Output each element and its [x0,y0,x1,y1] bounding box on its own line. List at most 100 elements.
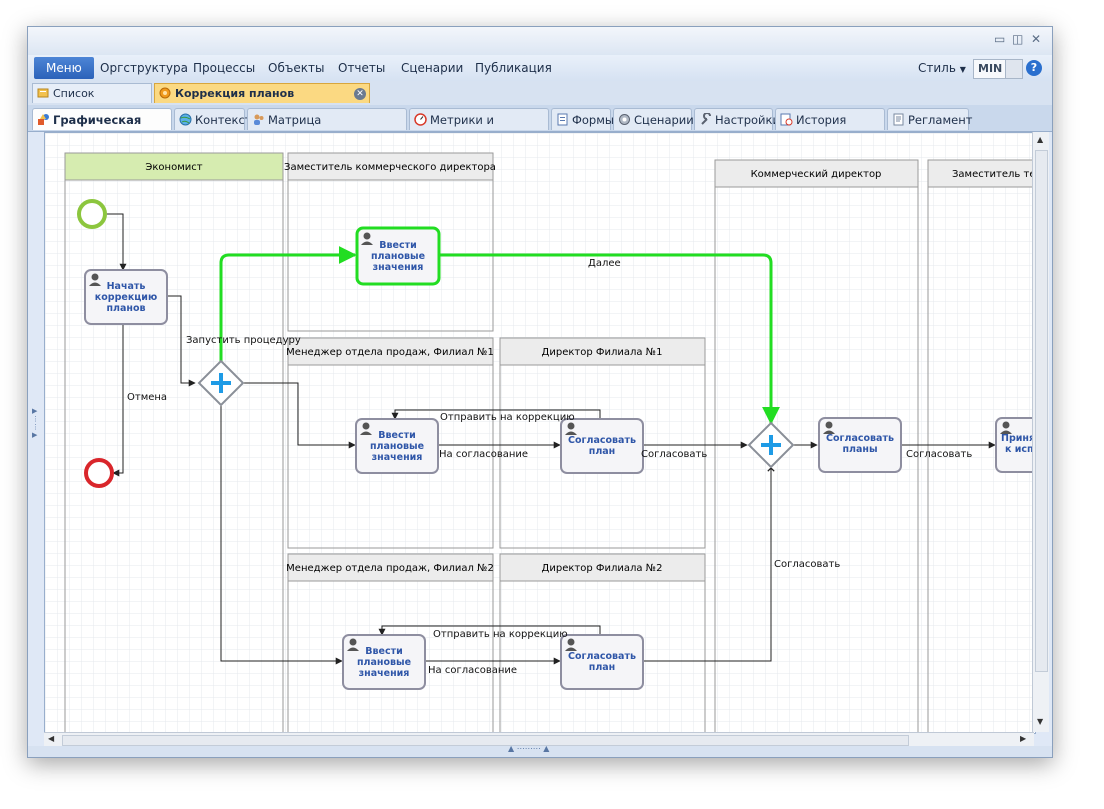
menu-scenarios[interactable]: Сценарии [401,61,464,75]
flow-launch-highlight[interactable] [219,246,357,361]
task-label: коррекцию [95,292,157,303]
task-accept[interactable]: Приня к испо [995,417,1035,473]
task-label: планы [842,444,877,455]
tab-label: Регламент [908,113,973,127]
menu-orgstructure[interactable]: Оргструктура [100,61,188,75]
lane-branch-director-1[interactable]: Директор Филиала №1 [499,337,706,549]
menu-publication[interactable]: Публикация [475,61,552,75]
lane-deputy-commercial[interactable]: Заместитель коммерческого директора [284,152,496,332]
scroll-up-icon[interactable]: ▲ [1037,135,1044,144]
flow-gateway-to-enter-1[interactable] [241,382,356,449]
diagram-canvas[interactable]: Экономист Заместитель коммерческого дире… [44,132,1036,734]
task-approve-plan-2[interactable]: Согласовать план [560,634,644,690]
task-label: значения [359,668,410,679]
menu-reports[interactable]: Отчеты [338,61,386,75]
scroll-down-icon[interactable]: ▼ [1037,717,1044,726]
tab-plan-correction[interactable]: Коррекция планов производства ✕ [154,83,370,120]
history-icon [780,113,793,126]
tab-version-history[interactable]: История версий [775,108,885,149]
help-icon[interactable]: ? [1026,60,1042,76]
lane-economist[interactable]: Экономист [64,152,284,733]
lane-title: Заместитель коммерческого директора [284,162,496,173]
flow-gateway-to-enter-2[interactable] [220,405,343,665]
flow-next-highlight[interactable] [437,253,780,425]
flow-label-to-approval-1: На согласование [439,449,528,460]
end-event[interactable] [84,458,114,488]
lane-deputy-tech[interactable]: Заместитель техни [927,159,1035,733]
flow-label-approve-1: Согласовать [641,449,707,460]
parallel-gateway-join[interactable] [747,421,795,469]
tab-metrics[interactable]: Метрики и показатели [409,108,549,149]
close-window-icon[interactable]: ✕ [1031,32,1042,46]
tab-label: Сценарии [634,113,694,127]
tab-forms[interactable]: Формы [551,108,614,130]
task-label: Согласовать [826,433,894,444]
tab-responsibility-matrix[interactable]: Матрица ответственности [247,108,407,149]
tab-graphic-model[interactable]: Графическая модель [32,108,172,149]
flow-cancel[interactable] [112,323,124,477]
horizontal-scrollbar[interactable]: ◀ ▶ [44,732,1034,747]
close-tab-icon[interactable]: ✕ [354,88,366,100]
start-event[interactable] [77,199,107,229]
lane-commercial-director[interactable]: Коммерческий директор [714,159,919,733]
scroll-right-icon[interactable]: ▶ [1020,734,1027,743]
minimize-icon[interactable]: ▭ [994,32,1006,46]
tab-regulation[interactable]: Регламент [887,108,973,130]
parallel-gateway-split[interactable] [197,359,245,407]
flow-label-cancel: Отмена [127,392,167,403]
menu-processes[interactable]: Процессы [193,61,256,75]
toggle-knob [1005,60,1022,78]
app-window: ▭ ◫ ✕ Меню Оргструктура Процессы Объекты… [27,26,1053,758]
task-label: Ввести [378,430,416,441]
lane-sales-manager-2[interactable]: Менеджер отдела продаж, Филиал №2 [286,553,494,733]
lane-branch-director-2[interactable]: Директор Филиала №2 [499,553,706,733]
style-dropdown[interactable]: Стиль ▼ [918,55,966,81]
tab-scenarios[interactable]: Сценарии [613,108,694,130]
sequence-flows [107,213,996,665]
horizontal-scroll-thumb[interactable] [62,735,909,746]
flow-label-approve-2: Согласовать [774,559,840,570]
tab-label: Настройки [715,113,780,127]
form-icon [557,113,568,126]
user-task-icon [567,638,575,646]
task-enter-plan-2[interactable]: Ввести плановые значения [342,634,426,690]
user-task-icon [362,422,370,430]
left-splitter-handle[interactable]: ▶⋮⋮▶ [32,407,39,439]
flow-task-to-gateway[interactable] [166,295,196,387]
flow-correction-2[interactable] [378,625,601,636]
user-task-icon [91,273,99,281]
flow-approve-2[interactable] [642,467,775,662]
process-gear-icon [159,87,171,99]
lane-title: Экономист [145,162,202,173]
task-start-correction[interactable]: Начать коррекцию планов [84,269,168,325]
flow-label-approve-3: Согласовать [906,449,972,460]
vertical-scrollbar[interactable]: ▲ ▼ [1032,132,1049,732]
task-label: планов [106,303,145,314]
task-label: Приня [1001,433,1035,444]
globe-icon [179,113,192,126]
user-task-icon [349,638,357,646]
main-menu-button[interactable]: Меню [34,57,94,79]
restore-icon[interactable]: ◫ [1012,32,1024,46]
lane-sales-manager-1[interactable]: Менеджер отдела продаж, Филиал №1 [286,337,494,549]
tab-context[interactable]: Контекст [174,108,251,130]
task-label: значения [373,262,424,273]
tab-process-list[interactable]: Список процессов [32,83,152,120]
bottom-splitter[interactable]: ▲ ⋯⋯⋯ ▲ [28,744,1052,757]
title-bar: ▭ ◫ ✕ [28,27,1052,55]
tab-settings[interactable]: Настройки [694,108,780,130]
task-label: плановые [370,441,424,452]
task-enter-plan-top[interactable]: Ввести плановые значения [355,226,441,286]
gauge-icon [414,113,427,126]
splitter-grip-icon[interactable]: ▲ ⋯⋯⋯ ▲ [508,744,550,753]
vertical-scroll-thumb[interactable] [1035,150,1048,672]
task-enter-plan-1[interactable]: Ввести плановые значения [355,418,439,474]
scroll-left-icon[interactable]: ◀ [48,734,55,743]
task-approve-plans[interactable]: Согласовать планы [818,417,902,473]
task-label: плановые [357,657,411,668]
min-toggle[interactable]: MIN [973,59,1023,79]
flow-start-to-task[interactable] [107,213,127,271]
menu-objects[interactable]: Объекты [268,61,325,75]
flow-correction-1[interactable] [391,409,601,420]
task-approve-plan-1[interactable]: Согласовать план [560,418,644,474]
